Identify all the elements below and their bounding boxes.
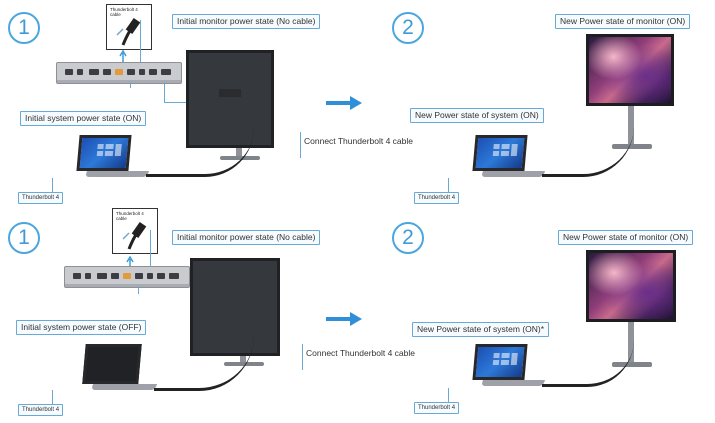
system-new-state-label: New Power state of system (ON)* [412,322,550,337]
system-new-state-label: New Power state of system (ON) [410,108,544,123]
laptop-port-label: Thunderbolt 4 [18,192,64,204]
step-number-after: 2 [392,12,424,44]
monitor-rear-ports [56,62,182,84]
laptop-on [472,344,528,380]
cable-card: Thunderbolt 4 cable [112,208,158,254]
scenario-panel-2: 1 Thunderbolt 4 cable Initial monitor po… [0,208,715,421]
step-number-before: 1 [8,12,40,44]
laptop-on [472,135,528,171]
usb-c-cable-icon [122,221,147,250]
monitor-rear-ports [64,266,190,288]
monitor-initial-state-label: Initial monitor power state (No cable) [172,230,321,245]
step-number-after: 2 [392,222,424,254]
laptop-cable [154,336,254,391]
laptop-off [82,344,142,384]
action-label: Connect Thunderbolt 4 cable [306,348,416,358]
cable-card-label: Thunderbolt 4 cable [116,211,144,221]
action-label: Connect Thunderbolt 4 cable [304,136,414,146]
monitor-new-state-label: New Power state of monitor (ON) [555,14,691,29]
scenario-panel-1: 1 Thunderbolt 4 cable Initial monitor po… [0,0,715,211]
laptop-port-label: Thunderbolt 4 [414,402,460,414]
system-initial-state-label: Initial system power state (ON) [20,111,147,126]
monitor-on [586,250,676,322]
monitor-initial-state-label: Initial monitor power state (No cable) [172,14,321,29]
monitor-new-state-label: New Power state of monitor (ON) [558,230,694,245]
laptop-cable [542,126,634,177]
laptop-port-label: Thunderbolt 4 [414,192,460,204]
laptop-on [76,135,132,171]
system-initial-state-label: Initial system power state (OFF) [16,320,147,335]
laptop-cable [146,128,254,177]
step-number-before: 1 [8,222,40,254]
laptop-port-label: Thunderbolt 4 [18,404,64,416]
transition-arrow-icon [326,96,362,110]
transition-arrow-icon [326,312,362,326]
usb-c-cable-icon [116,17,141,46]
monitor-on [586,34,674,106]
cable-card: Thunderbolt 4 cable [106,4,152,50]
laptop-cable [542,340,634,387]
cable-card-label: Thunderbolt 4 cable [110,7,138,17]
